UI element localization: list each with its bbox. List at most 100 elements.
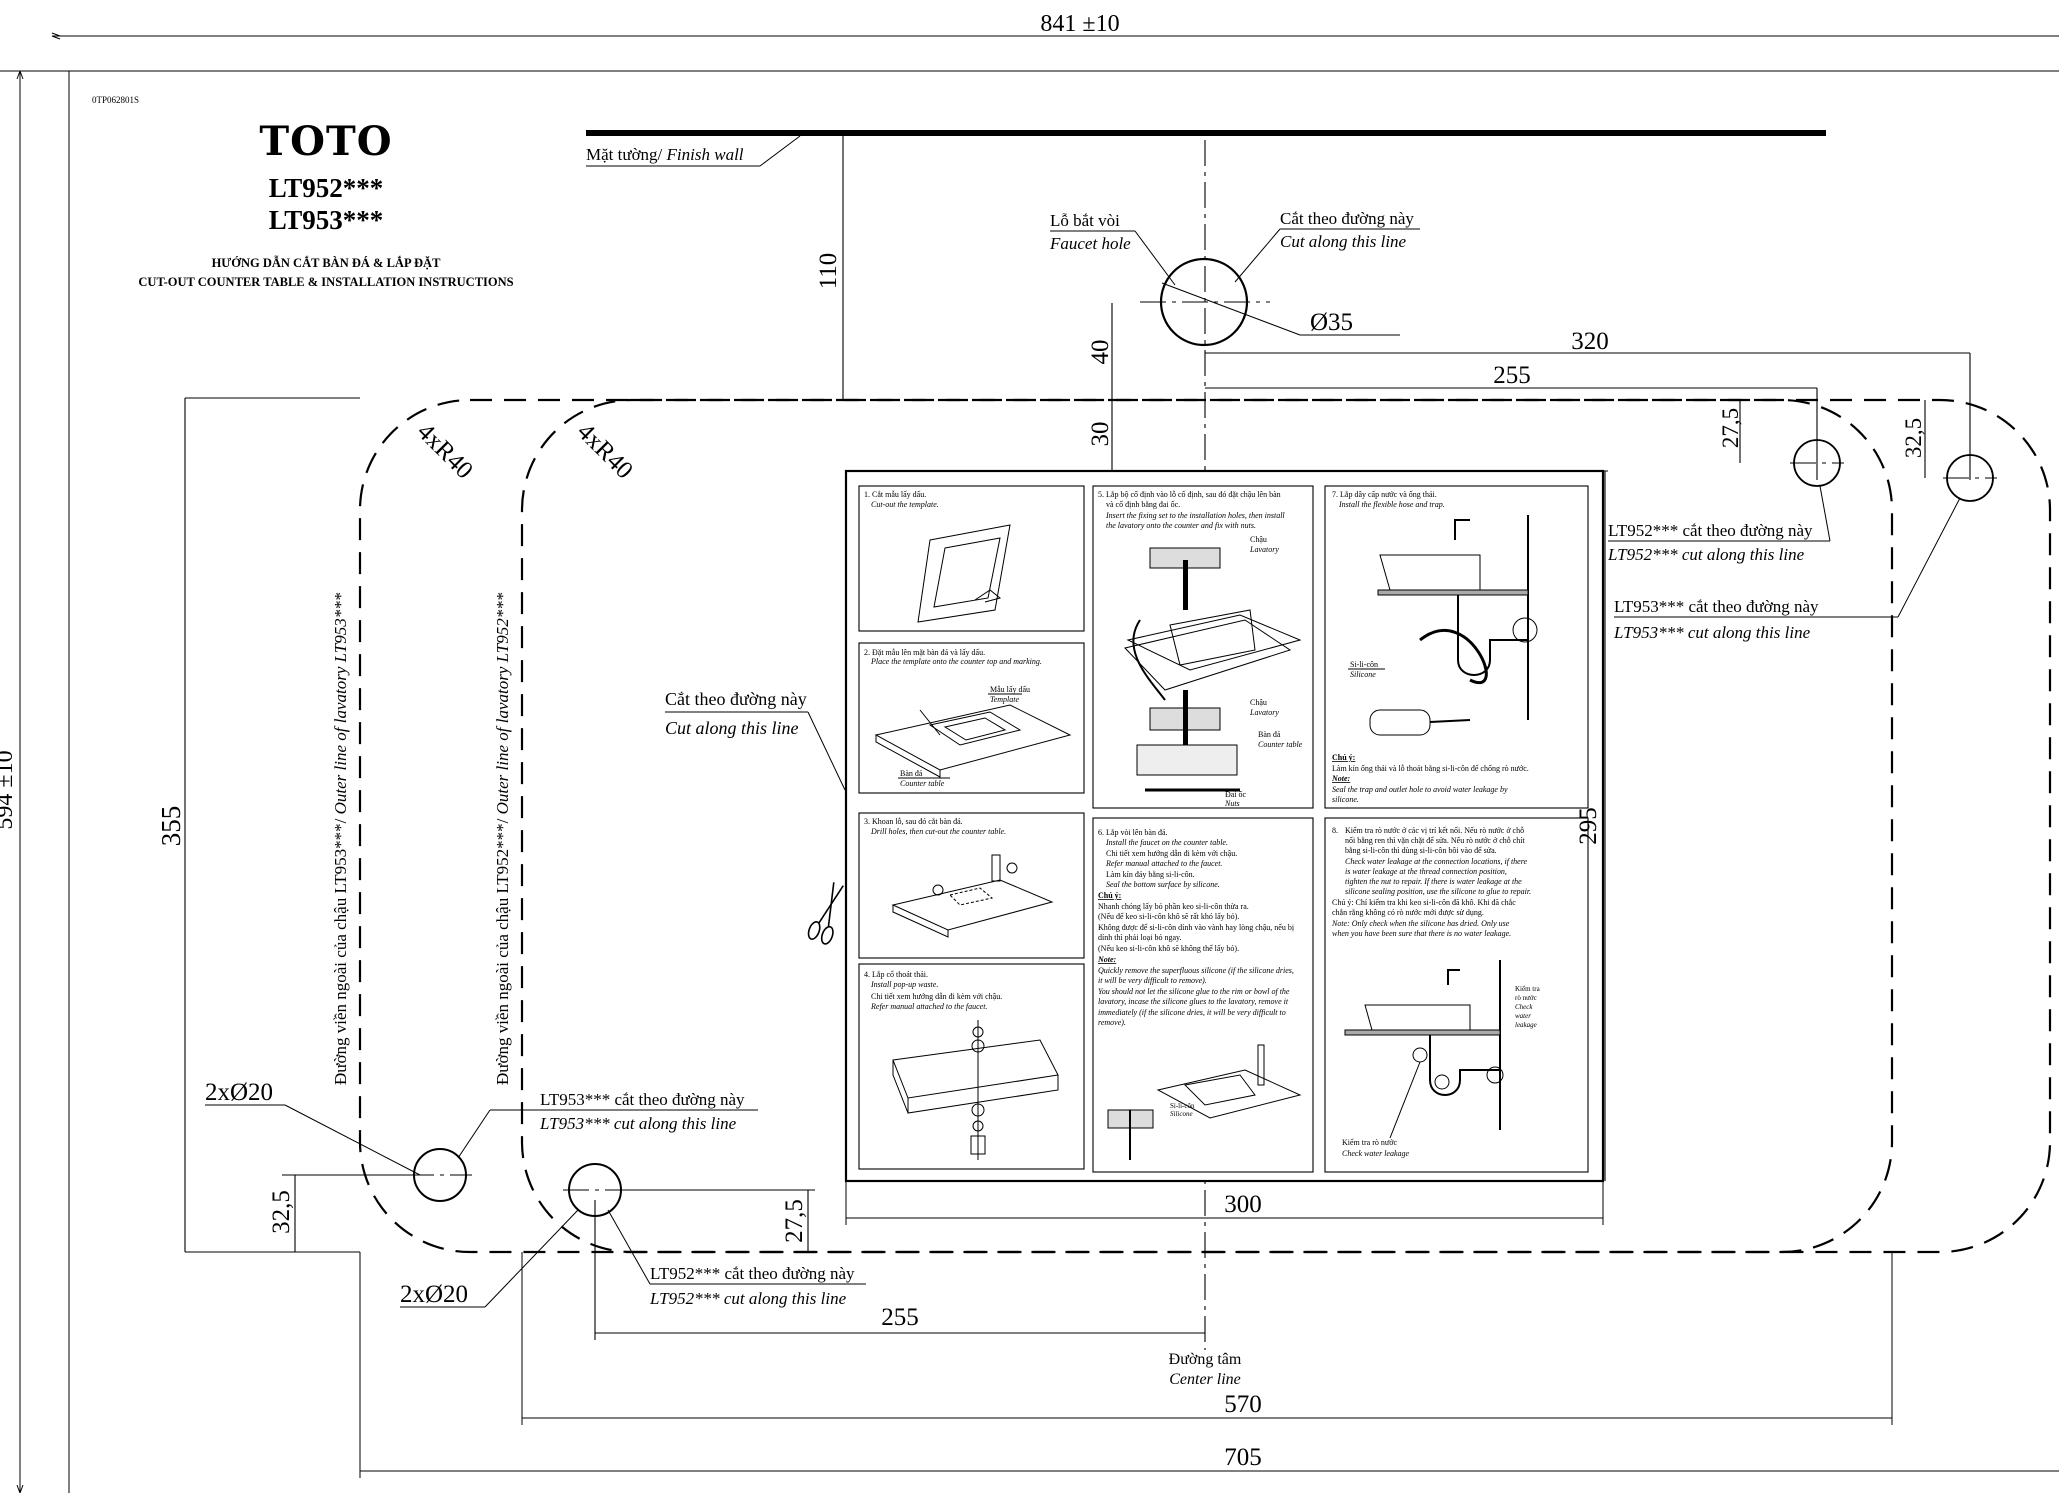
- svg-text:Cut-out the template.: Cut-out the template.: [871, 500, 939, 509]
- svg-text:Seal the trap and outlet hole: Seal the trap and outlet hole to avoid w…: [1332, 785, 1508, 794]
- svg-text:2. Đặt mẫu lên mặt bàn đá và l: 2. Đặt mẫu lên mặt bàn đá và lấy dấu.: [864, 648, 985, 657]
- svg-text:Chi tiết xem hướng dẫn đi kèm: Chi tiết xem hướng dẫn đi kèm với chậu.: [871, 992, 1002, 1001]
- svg-text:bằng si-li-côn thì dùng si-li-: bằng si-li-côn thì dùng si-li-côn bôi và…: [1345, 846, 1497, 855]
- svg-text:Đai ốc: Đai ốc: [1225, 790, 1247, 799]
- radius-label-lt953: 4xR40: [412, 418, 478, 484]
- svg-text:Nuts: Nuts: [1224, 799, 1240, 808]
- svg-text:Silicone: Silicone: [1350, 670, 1376, 679]
- svg-text:Refer manual attached to the f: Refer manual attached to the faucet.: [870, 1002, 987, 1011]
- svg-text:tighten the nut to repair. If: tighten the nut to repair. If there is w…: [1345, 877, 1522, 886]
- lt953-cut-label-right-en: LT953*** cut along this line: [1613, 623, 1811, 642]
- svg-text:Chậu: Chậu: [1250, 535, 1267, 544]
- svg-text:You should not let the silicon: You should not let the silicone glue to …: [1098, 987, 1290, 996]
- lt953-cut-label-left-en: LT953*** cut along this line: [539, 1114, 737, 1133]
- svg-text:Kiểm tra rò nước ở các vị trí: Kiểm tra rò nước ở các vị trí kết nối. N…: [1345, 826, 1524, 835]
- svg-text:Chú ý: Chỉ kiểm tra khi keo si: Chú ý: Chỉ kiểm tra khi keo si-li-côn đã…: [1332, 898, 1516, 907]
- lt952-cut-label-right-en: LT952*** cut along this line: [1607, 545, 1805, 564]
- cut-line-label-top-en: Cut along this line: [1280, 232, 1407, 251]
- lt952-cut-label-left-vi: LT952*** cắt theo đường này: [650, 1264, 855, 1283]
- svg-text:rò nước: rò nước: [1515, 994, 1537, 1002]
- outer-line-label-lt953: Đường viền ngoài của chậu LT953***/ Oute…: [331, 592, 350, 1085]
- toto-logo: TOTO: [259, 118, 392, 165]
- step-4-box: 4. Lắp cổ thoát thải. Install pop-up was…: [858, 963, 1085, 1170]
- dim-32-5-left: 32,5: [268, 1190, 295, 1234]
- svg-text:Không được để si-li-côn dính v: Không được để si-li-côn dính vào vành ha…: [1098, 923, 1295, 932]
- svg-text:Counter table: Counter table: [1258, 740, 1303, 749]
- finish-wall-label: Mặt tường/ Finish wall: [586, 145, 744, 164]
- svg-text:Place the template onto the co: Place the template onto the counter top …: [870, 657, 1042, 666]
- dim-320: 320: [1571, 328, 1609, 355]
- svg-text:dính thì phải loại bỏ ngay.: dính thì phải loại bỏ ngay.: [1098, 933, 1181, 942]
- svg-text:5. Lắp bộ cố định vào lỗ cố đị: 5. Lắp bộ cố định vào lỗ cố định, sau đó…: [1098, 490, 1281, 499]
- svg-text:Si-li-côn: Si-li-côn: [1350, 660, 1378, 669]
- scissors-icon: [807, 882, 844, 945]
- sheet-height-dim: 594 ±10: [0, 750, 18, 829]
- dim-32-5-right: 32,5: [1901, 418, 1926, 458]
- holes-label-lt953: 2xØ20: [205, 1079, 273, 1106]
- svg-text:Check water leakage: Check water leakage: [1342, 1149, 1410, 1158]
- radius-label-lt952: 4xR40: [572, 418, 638, 484]
- lt952-cut-label-right-vi: LT952*** cắt theo đường này: [1608, 521, 1813, 540]
- svg-text:Insert the fixing set to the i: Insert the fixing set to the installatio…: [1105, 511, 1285, 520]
- svg-text:1. Cắt mẫu lấy dấu.: 1. Cắt mẫu lấy dấu.: [864, 490, 926, 499]
- svg-text:Làm kín đáy bằng si-li-côn.: Làm kín đáy bằng si-li-côn.: [1106, 870, 1195, 879]
- holes-label-lt952: 2xØ20: [400, 1281, 468, 1308]
- svg-text:Silicone: Silicone: [1170, 1110, 1193, 1118]
- dim-27-5-right: 27,5: [1718, 408, 1743, 448]
- svg-text:Refer manual attached to the f: Refer manual attached to the faucet.: [1105, 859, 1222, 868]
- svg-text:Chú ý:: Chú ý:: [1332, 753, 1355, 762]
- lt952-outer-line: [520, 398, 1894, 1254]
- faucet-hole-label-en: Faucet hole: [1049, 234, 1131, 253]
- svg-text:Check water leakage at the con: Check water leakage at the connection lo…: [1345, 857, 1528, 866]
- dim-705: 705: [1224, 1444, 1262, 1471]
- cut-line-label-left-vi: Cắt theo đường này: [665, 689, 807, 709]
- svg-text:when you have been sure that t: when you have been sure that there is no…: [1332, 929, 1511, 938]
- svg-text:Kiểm tra: Kiểm tra: [1515, 985, 1541, 993]
- svg-text:Chú ý:: Chú ý:: [1098, 891, 1121, 900]
- dim-300: 300: [1224, 1191, 1262, 1218]
- finish-wall-line: [586, 130, 1826, 136]
- svg-text:chắn rằng không có rò nước mới: chắn rằng không có rò nước mới được sử d…: [1332, 908, 1484, 917]
- dim-30: 30: [1087, 422, 1114, 447]
- svg-text:Note:: Note:: [1097, 955, 1117, 964]
- svg-text:Bàn đá: Bàn đá: [900, 769, 923, 778]
- dim-110: 110: [815, 253, 842, 290]
- svg-text:is water leakage at the thread: is water leakage at the thread connectio…: [1345, 867, 1507, 876]
- svg-text:6. Lắp vòi lên bàn đá.: 6. Lắp vòi lên bàn đá.: [1098, 828, 1168, 837]
- svg-text:Nhanh chóng lấy bỏ phần keo si: Nhanh chóng lấy bỏ phần keo si-li-côn th…: [1098, 902, 1249, 911]
- svg-text:silicone sealing position, use: silicone sealing position, use the silic…: [1345, 887, 1531, 896]
- svg-text:Install the faucet on the coun: Install the faucet on the counter table.: [1105, 838, 1228, 847]
- svg-text:và cố định bằng đai ốc.: và cố định bằng đai ốc.: [1106, 500, 1180, 509]
- dim-570: 570: [1224, 1391, 1262, 1418]
- dim-27-5-left: 27,5: [781, 1199, 808, 1243]
- dim-255-top: 255: [1493, 362, 1531, 389]
- svg-text:Chi tiết xem hướng dẫn đi kèm: Chi tiết xem hướng dẫn đi kèm với chậu.: [1106, 849, 1237, 858]
- sheet-width-dim: 841 ±10: [1040, 11, 1119, 37]
- step-5-box: 5. Lắp bộ cố định vào lỗ cố định, sau đó…: [1092, 485, 1314, 809]
- svg-text:Chậu: Chậu: [1250, 698, 1267, 707]
- step-6-box: 6. Lắp vòi lên bàn đá. Install the fauce…: [1092, 817, 1314, 1173]
- svg-text:Bàn đá: Bàn đá: [1258, 730, 1281, 739]
- svg-text:it will be very difficult to r: it will be very difficult to remove).: [1098, 976, 1207, 985]
- faucet-hole-label-vi: Lỗ bắt vòi: [1050, 211, 1120, 230]
- svg-text:Note:: Note:: [1331, 774, 1351, 783]
- svg-text:silicone.: silicone.: [1332, 795, 1359, 804]
- dim-255-bottom: 255: [881, 1304, 919, 1331]
- title-english: CUT-OUT COUNTER TABLE & INSTALLATION INS…: [138, 275, 513, 289]
- svg-text:Lavatory: Lavatory: [1249, 545, 1279, 554]
- svg-text:(Nếu keo si-li-côn khô sẽ khôn: (Nếu keo si-li-côn khô sẽ không thể lấy …: [1098, 944, 1239, 953]
- svg-text:Quickly remove the superfluous: Quickly remove the superfluous silicone …: [1098, 966, 1294, 975]
- outer-line-label-lt952: Đường viền ngoài của chậu LT952***/ Oute…: [493, 592, 512, 1085]
- document-code: 0TP062801S: [92, 95, 139, 105]
- svg-text:Si-li-côn: Si-li-côn: [1170, 1102, 1195, 1110]
- step-2-box: 2. Đặt mẫu lên mặt bàn đá và lấy dấu. Pl…: [858, 642, 1085, 794]
- svg-text:Check: Check: [1515, 1003, 1533, 1011]
- step-1-box: 1. Cắt mẫu lấy dấu. Cut-out the template…: [858, 485, 1085, 632]
- title-vietnamese: HƯỚNG DẪN CẮT BÀN ĐÁ & LẮP ĐẶT: [212, 255, 441, 270]
- svg-text:Mẫu lấy dấu: Mẫu lấy dấu: [990, 685, 1030, 694]
- svg-text:immediately (if the silicone d: immediately (if the silicone dries, it w…: [1098, 1008, 1286, 1017]
- svg-text:water: water: [1515, 1012, 1531, 1020]
- step-8-box: 8. Kiểm tra rò nước ở các vị trí kết nối…: [1324, 817, 1589, 1173]
- lt953-cut-label-left-vi: LT953*** cắt theo đường này: [540, 1090, 745, 1109]
